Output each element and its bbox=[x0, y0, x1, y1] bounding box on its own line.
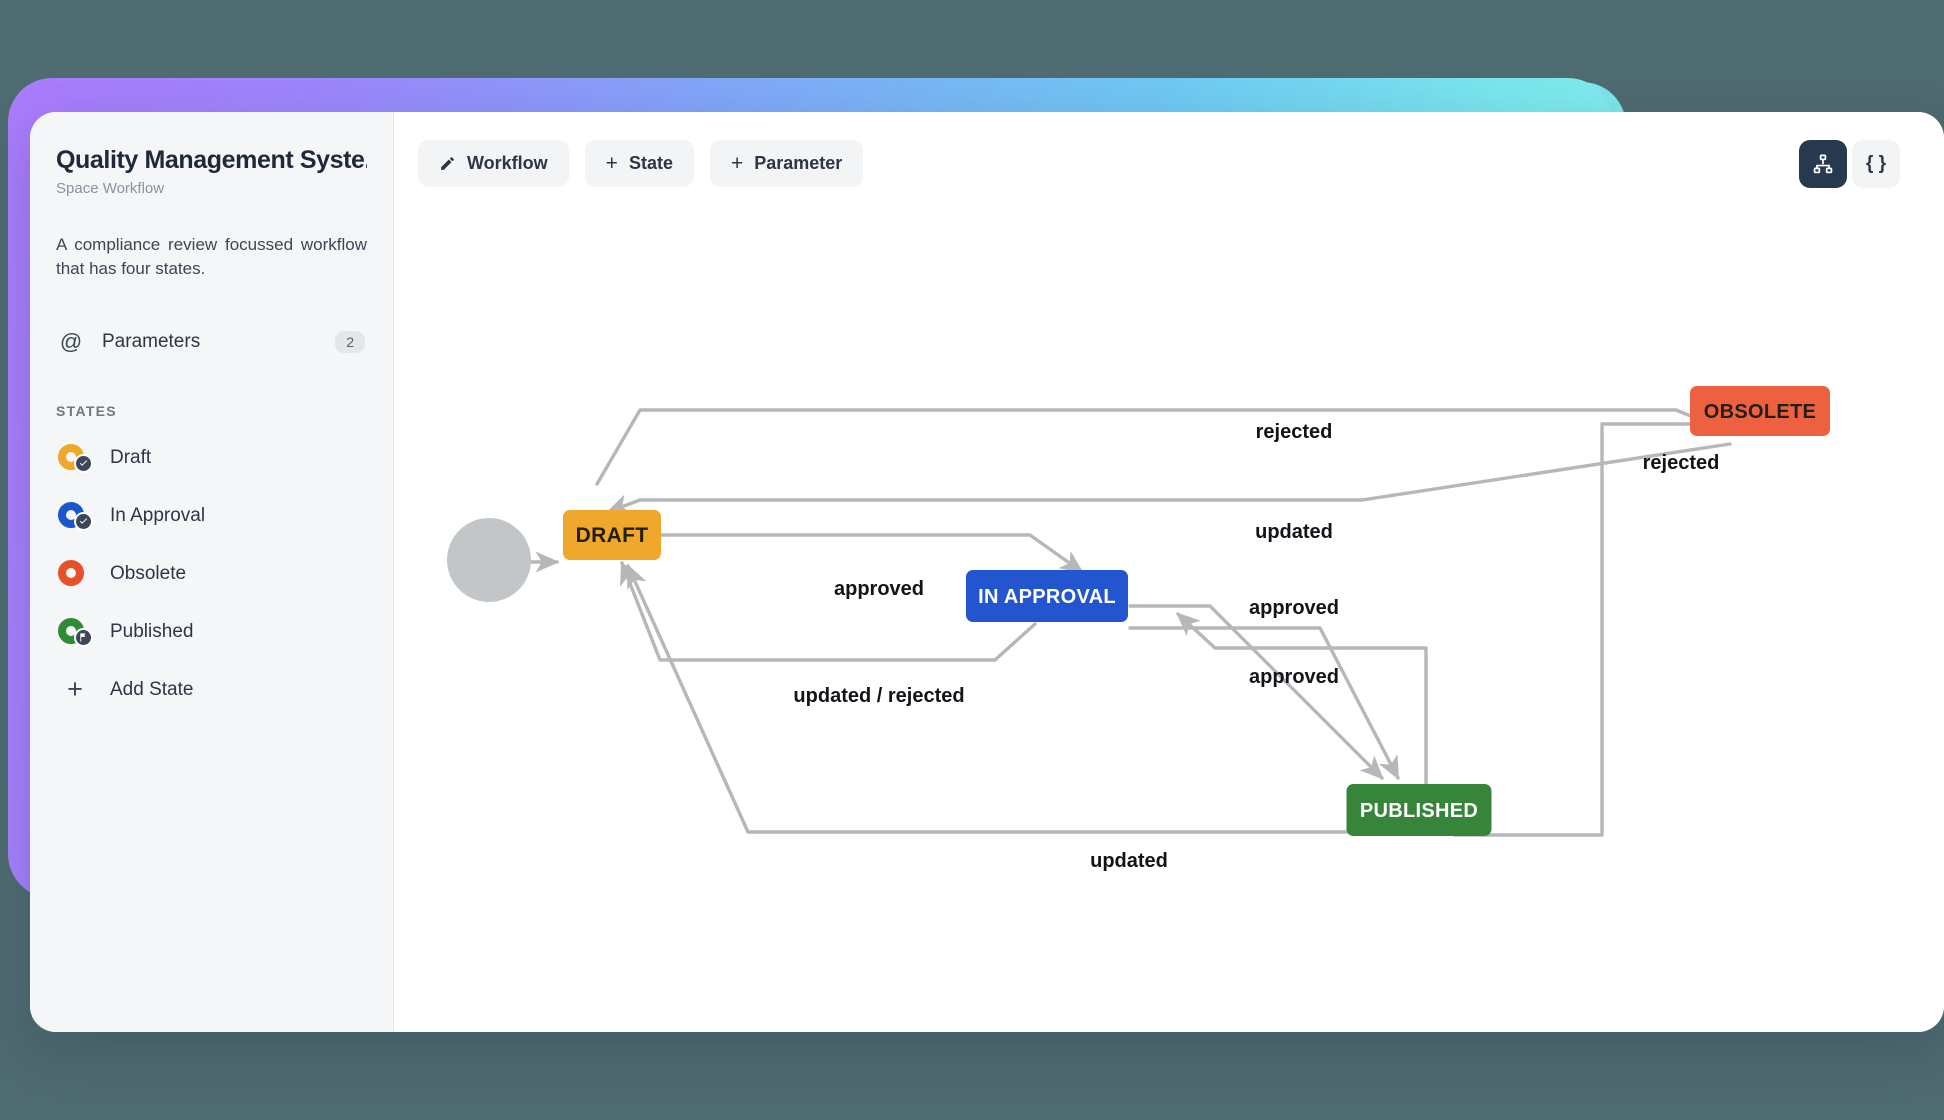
plus-icon: + bbox=[605, 152, 618, 175]
view-toggle-group: { } bbox=[1799, 140, 1900, 188]
sidebar-item-state-in-approval[interactable]: In Approval bbox=[56, 497, 367, 535]
state-color-icon bbox=[58, 443, 93, 473]
sidebar-item-state-obsolete[interactable]: Obsolete bbox=[56, 555, 367, 593]
edge-draft-obsolete[interactable] bbox=[595, 408, 1733, 486]
sidebar: Quality Management Syste... Space Workfl… bbox=[30, 112, 394, 1032]
sidebar-item-label: Draft bbox=[110, 446, 152, 468]
edge-draft-approval[interactable] bbox=[660, 533, 1084, 574]
node-label: IN APPROVAL bbox=[978, 586, 1116, 608]
sidebar-item-label: In Approval bbox=[110, 504, 206, 526]
edge-label: updated bbox=[1255, 521, 1333, 543]
page-title: Quality Management Syste... bbox=[56, 146, 367, 174]
edge-published-approval[interactable] bbox=[1176, 612, 1428, 786]
edge-obsolete-draft[interactable] bbox=[605, 442, 1732, 515]
edge-label: approved bbox=[1249, 597, 1339, 619]
workflow-button[interactable]: Workflow bbox=[418, 140, 569, 187]
sidebar-item-state-draft[interactable]: Draft bbox=[56, 439, 367, 477]
workflow-button-label: Workflow bbox=[467, 153, 548, 173]
edge-label: updated bbox=[1090, 850, 1168, 872]
state-color-icon bbox=[58, 559, 92, 589]
edge-group bbox=[529, 408, 1733, 837]
node-box bbox=[966, 570, 1128, 622]
sidebar-item-add-state[interactable]: + Add State bbox=[56, 675, 367, 705]
node-box bbox=[563, 510, 661, 560]
node-label: PUBLISHED bbox=[1360, 800, 1478, 822]
node-published[interactable]: PUBLISHED bbox=[1346, 784, 1492, 836]
at-icon: @ bbox=[59, 328, 83, 354]
parameters-count-badge: 2 bbox=[335, 330, 365, 353]
add-state-button[interactable]: + State bbox=[584, 140, 694, 187]
node-start[interactable] bbox=[447, 518, 531, 602]
state-badge bbox=[74, 453, 93, 473]
workflow-canvas: Workflow + State + Parameter bbox=[394, 112, 1944, 1032]
add-state-label: Add State bbox=[110, 678, 194, 700]
state-color-icon bbox=[58, 501, 93, 531]
state-color-icon bbox=[58, 617, 93, 647]
graph-view-button[interactable] bbox=[1799, 140, 1847, 188]
edge-approval-published[interactable] bbox=[1128, 604, 1384, 780]
add-parameter-button-label: Parameter bbox=[754, 153, 843, 173]
edge-label: updated / rejected bbox=[793, 685, 964, 707]
states-section-header: STATES bbox=[56, 402, 117, 419]
flag-icon bbox=[80, 633, 86, 642]
sidebar-item-parameters[interactable]: @ Parameters 2 bbox=[56, 327, 367, 357]
code-view-button[interactable]: { } bbox=[1852, 140, 1900, 188]
node-box bbox=[1346, 784, 1492, 836]
sidebar-item-label: Obsolete bbox=[110, 562, 187, 584]
node-label: OBSOLETE bbox=[1704, 401, 1816, 423]
workflow-description: A compliance review focussed workflow th… bbox=[56, 234, 367, 278]
toolbar: Workflow + State + Parameter bbox=[418, 140, 864, 187]
workflow-graph: DRAFT IN APPROVAL OBSOLETE PUBLISHED reject… bbox=[447, 386, 1830, 872]
code-braces-icon: { } bbox=[1865, 153, 1887, 174]
check-icon bbox=[79, 517, 88, 524]
page-subtitle: Space Workflow bbox=[56, 179, 165, 197]
sidebar-item-state-published[interactable]: Published bbox=[56, 613, 367, 651]
sitemap-icon bbox=[1813, 154, 1833, 174]
node-group: DRAFT IN APPROVAL OBSOLETE PUBLISHED bbox=[447, 386, 1830, 836]
edge-label: approved bbox=[1249, 666, 1339, 688]
plus-icon: + bbox=[730, 152, 744, 175]
state-badge bbox=[74, 511, 93, 531]
node-approval[interactable]: IN APPROVAL bbox=[966, 570, 1128, 622]
edge-label: approved bbox=[834, 578, 924, 600]
add-state-button-label: State bbox=[628, 153, 673, 173]
add-parameter-button[interactable]: + Parameter bbox=[709, 140, 864, 187]
node-box bbox=[1690, 386, 1830, 436]
sidebar-item-label: Published bbox=[110, 620, 194, 642]
edge-label: rejected bbox=[1643, 452, 1720, 474]
state-badge bbox=[74, 627, 93, 647]
app-window: Quality Management Syste... Space Workfl… bbox=[30, 112, 1944, 1032]
pencil-icon bbox=[441, 157, 454, 170]
plus-icon: + bbox=[67, 673, 83, 704]
node-obsolete[interactable]: OBSOLETE bbox=[1690, 386, 1830, 436]
edge-published-obsolete[interactable] bbox=[1452, 413, 1723, 837]
edge-label: rejected bbox=[1256, 421, 1333, 443]
edge-approval-published2[interactable] bbox=[1128, 626, 1400, 781]
check-icon bbox=[79, 459, 88, 466]
parameters-label: Parameters bbox=[102, 330, 201, 352]
edge-published-draft[interactable] bbox=[626, 563, 1412, 834]
node-label: DRAFT bbox=[576, 524, 649, 547]
edge-label-group: rejected rejected updated approved approved a… bbox=[793, 421, 1719, 872]
edge-approval-draft[interactable] bbox=[620, 560, 1037, 662]
node-draft[interactable]: DRAFT bbox=[563, 510, 661, 560]
